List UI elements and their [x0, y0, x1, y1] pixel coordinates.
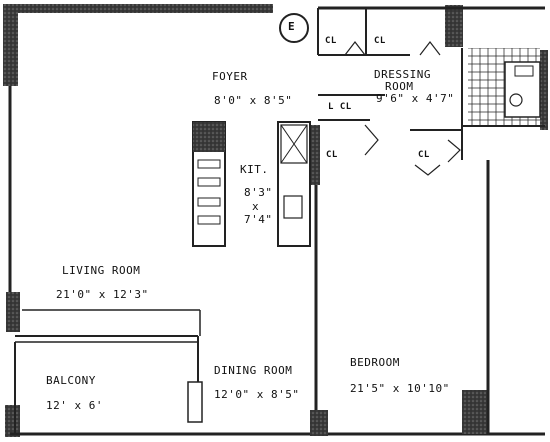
east-wall-upper: [445, 5, 463, 47]
foyer-name: FOYER: [212, 70, 248, 83]
compass-icon: [279, 13, 309, 43]
kitchen-by: x: [252, 200, 260, 213]
balcony-dims: 12' x 6': [46, 399, 103, 412]
balcony-door: [187, 381, 203, 423]
kitchen-name: KIT.: [240, 163, 269, 176]
west-wall-upper: [3, 4, 18, 86]
linen-closet-label: L CL: [328, 102, 352, 112]
range-x-2: [280, 124, 308, 164]
closet-door-1: [344, 41, 366, 56]
bedroom-dims: 21'5" x 10'10": [350, 382, 450, 395]
closet-label-1: CL: [325, 36, 337, 46]
closet-door-5: [447, 139, 461, 163]
sink-kitchen-icon: [283, 195, 303, 219]
closet-door-4: [414, 164, 441, 176]
dressing-dims: 9'6" x 4'7": [376, 92, 455, 105]
central-wall-column: [310, 125, 320, 185]
closet-label-2: CL: [374, 36, 386, 46]
west-wall-lower: [6, 292, 20, 332]
south-wall-pier: [310, 410, 328, 436]
southwest-wall: [5, 405, 20, 437]
kitchen-counter-details: [197, 159, 221, 225]
dining-name: DINING ROOM: [214, 364, 293, 377]
toilet-icon: [509, 93, 523, 107]
kitchen-dim2: 7'4": [244, 213, 273, 226]
dressing-name-2: ROOM: [385, 80, 414, 93]
kitchen-counter-left-hatch: [193, 122, 225, 152]
balcony-name: BALCONY: [46, 374, 96, 387]
closet-door-2: [419, 41, 441, 56]
corner-pier: [540, 50, 548, 130]
sink-icon: [514, 65, 534, 77]
dining-dims: 12'0" x 8'5": [214, 388, 300, 401]
living-name: LIVING ROOM: [62, 264, 141, 277]
bedroom-name: BEDROOM: [350, 356, 400, 369]
dressing-name-1: DRESSING: [374, 68, 431, 81]
foyer-dims: 8'0" x 8'5": [214, 94, 293, 107]
closet-door-3: [364, 124, 379, 156]
kitchen-dim1: 8'3": [244, 186, 273, 199]
compass-label: E: [288, 20, 296, 33]
closet-label-3: CL: [326, 150, 338, 160]
living-dims: 21'0" x 12'3": [56, 288, 149, 301]
closet-label-4: CL: [418, 150, 430, 160]
north-wall: [3, 4, 273, 13]
southeast-wall: [462, 390, 488, 434]
